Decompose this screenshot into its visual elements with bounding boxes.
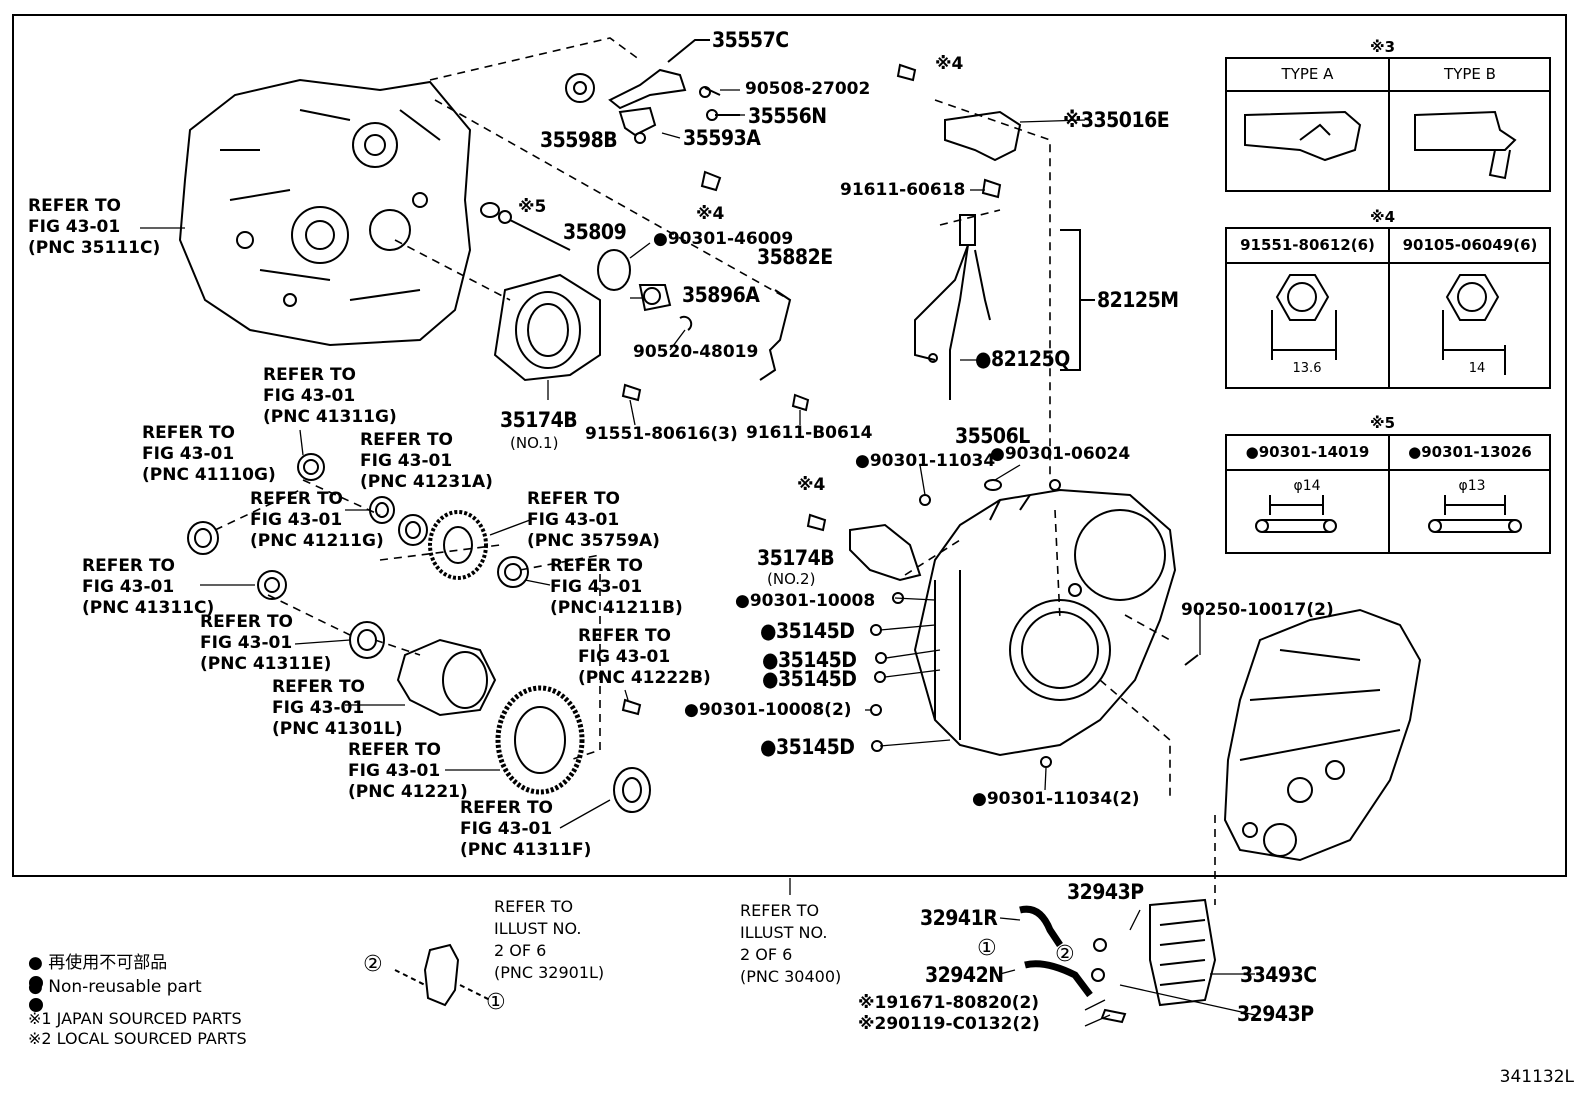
refer-41311F: REFER TO FIG 43-01 (PNC 41311F)	[460, 798, 592, 860]
part-label-90301-10008: ●90301-10008	[735, 591, 876, 611]
callout-2-left: ②	[363, 952, 383, 977]
table-4: 91551-80612(6) 90105-06049(6) 13.6 14	[1225, 227, 1551, 389]
part-label-35506L: 35506L	[955, 424, 1030, 448]
part-label-82125Q: ●82125Q	[975, 347, 1070, 371]
part-label-33493C: 33493C	[1240, 963, 1317, 987]
callout-1-left: ①	[486, 990, 506, 1015]
part-label-90301-10008-2: ●90301-10008(2)	[684, 700, 852, 720]
refer-35759A: REFER TO FIG 43-01 (PNC 35759A)	[527, 489, 660, 551]
mark-4-c: ※4	[797, 475, 826, 495]
gear-drawings	[396, 510, 585, 795]
part-label-35145D-2: ●35145D	[762, 648, 857, 672]
type-a-shape	[1244, 110, 1362, 162]
part-label-82125M: 82125M	[1097, 288, 1179, 312]
table-3-title: ※3	[1370, 38, 1396, 56]
part-sub-no2: (NO.2)	[767, 570, 816, 588]
part-label-32941R: 32941R	[920, 906, 998, 930]
legend-non-reusable-en: ● Non-reusable part	[28, 977, 202, 997]
part-label-90301-46009: ●90301-46009	[653, 229, 794, 249]
transaxle-case-drawing	[1223, 608, 1422, 862]
table-5-col2: ●90301-13026	[1408, 443, 1532, 461]
refer-41301L: REFER TO FIG 43-01 (PNC 41301L)	[272, 677, 403, 739]
table-4-dim2: 14	[1468, 361, 1486, 376]
part-label-35557C: 35557C	[712, 28, 789, 52]
part-label-90301-11034-2: ●90301-11034(2)	[972, 789, 1140, 809]
table-4-dim1: 13.6	[1292, 361, 1322, 376]
part-label-32943P-bottom: 32943P	[1237, 1002, 1314, 1026]
part-label-35174B-no2: 35174B	[757, 546, 835, 570]
part-label-90301-11034: ●90301-11034	[855, 451, 996, 471]
part-label-32943P-top: 32943P	[1067, 880, 1144, 904]
table-5-title: ※5	[1370, 414, 1396, 432]
table-3-col2: TYPE B	[1444, 65, 1496, 83]
transaxle-assembly-drawing	[913, 488, 1177, 757]
refer-41211G: REFER TO FIG 43-01 (PNC 41211G)	[250, 489, 384, 551]
refer-32901L: REFER TO ILLUST NO. 2 OF 6 (PNC 32901L)	[494, 897, 605, 982]
oil-cooler-drawing	[1019, 898, 1217, 1024]
refer-41311E: REFER TO FIG 43-01 (PNC 41311E)	[200, 612, 332, 674]
part-label-35556N: 35556N	[748, 104, 827, 128]
refer-41311G: REFER TO FIG 43-01 (PNC 41311G)	[263, 365, 397, 427]
transaxle-housing-drawing	[178, 78, 472, 347]
part-label-90508-27002: 90508-27002	[745, 79, 871, 99]
diagram-frame	[12, 14, 1567, 877]
table-3-col1: TYPE A	[1281, 65, 1334, 83]
table-3: TYPE A TYPE B	[1225, 57, 1551, 192]
part-label-35809: 35809	[563, 220, 627, 244]
refer-41311C: REFER TO FIG 43-01 (PNC 41311C)	[82, 556, 215, 618]
part-label-35174B-no1: 35174B	[500, 408, 578, 432]
part-label-91551-80616: 91551-80616(3)	[585, 424, 738, 444]
o-ring-shapes	[1255, 495, 1522, 533]
refer-30400: REFER TO ILLUST NO. 2 OF 6 (PNC 30400)	[740, 901, 842, 986]
legend-non-reusable-jp: ● 再使用不可部品	[28, 953, 168, 973]
table-5-dim2: φ13	[1458, 478, 1486, 494]
table-5-dim1: φ14	[1293, 478, 1321, 494]
table-4-col2: 90105-06049(6)	[1402, 236, 1538, 254]
legend-local-sourced: ※2 LOCAL SOURCED PARTS	[28, 1029, 247, 1048]
part-label-91671-80820: ※191671-80820(2)	[858, 993, 1040, 1013]
bearing-drawings	[187, 453, 651, 813]
callout-1-right: ①	[977, 936, 997, 961]
callout-2-right: ②	[1055, 942, 1075, 967]
part-label-35145D-4: ●35145D	[760, 735, 855, 759]
part-label-35016E: ※335016E	[1063, 108, 1170, 132]
part-label-90520-48019: 90520-48019	[633, 342, 759, 362]
table-5-col1: ●90301-14019	[1245, 443, 1370, 461]
refer-41211B: REFER TO FIG 43-01 (PNC 41211B)	[550, 556, 683, 618]
table-4-title: ※4	[1370, 208, 1396, 226]
refer-41221: REFER TO FIG 43-01 (PNC 41221)	[348, 740, 468, 802]
mark-4-a: ※4	[696, 204, 725, 224]
mark-4-b: ※4	[935, 54, 964, 74]
part-label-90301-06024: ●90301-06024	[990, 444, 1131, 464]
part-label-32942N: 32942N	[925, 963, 1004, 987]
part-label-90119-C0132: ※290119-C0132(2)	[858, 1014, 1040, 1034]
part-label-35145D-1: ●35145D	[760, 619, 855, 643]
refer-41231A: REFER TO FIG 43-01 (PNC 41231A)	[360, 430, 493, 492]
part-label-35145D-3: ●35145D	[762, 667, 857, 691]
bracket-drawing	[394, 943, 491, 1007]
refer-35111C: REFER TO FIG 43-01 (PNC 35111C)	[28, 196, 161, 258]
bolt-head-shapes	[1271, 274, 1506, 375]
type-b-shape	[1414, 110, 1517, 180]
mark-5: ※5	[518, 197, 547, 217]
part-label-35882E: 35882E	[757, 245, 833, 269]
part-label-90250-10017: 90250-10017(2)	[1181, 600, 1334, 620]
diagram-id: 341132L	[1499, 1067, 1574, 1087]
part-sub-no1: (NO.1)	[510, 434, 559, 452]
part-label-35598B: 35598B	[540, 128, 618, 152]
legend-japan-sourced: ※1 JAPAN SOURCED PARTS	[28, 1009, 242, 1028]
part-label-35593A: 35593A	[683, 126, 761, 150]
refer-41110G: REFER TO FIG 43-01 (PNC 41110G)	[142, 423, 276, 485]
part-label-91611-60618: 91611-60618	[840, 180, 966, 200]
part-label-91611-B0614: 91611-B0614	[746, 423, 873, 443]
table-5: ●90301-14019 ●90301-13026 φ14 φ13	[1225, 434, 1551, 554]
refer-41222B: REFER TO FIG 43-01 (PNC 41222B)	[578, 626, 711, 688]
table-4-col1: 91551-80612(6)	[1240, 236, 1375, 254]
part-label-35896A: 35896A	[682, 283, 760, 307]
